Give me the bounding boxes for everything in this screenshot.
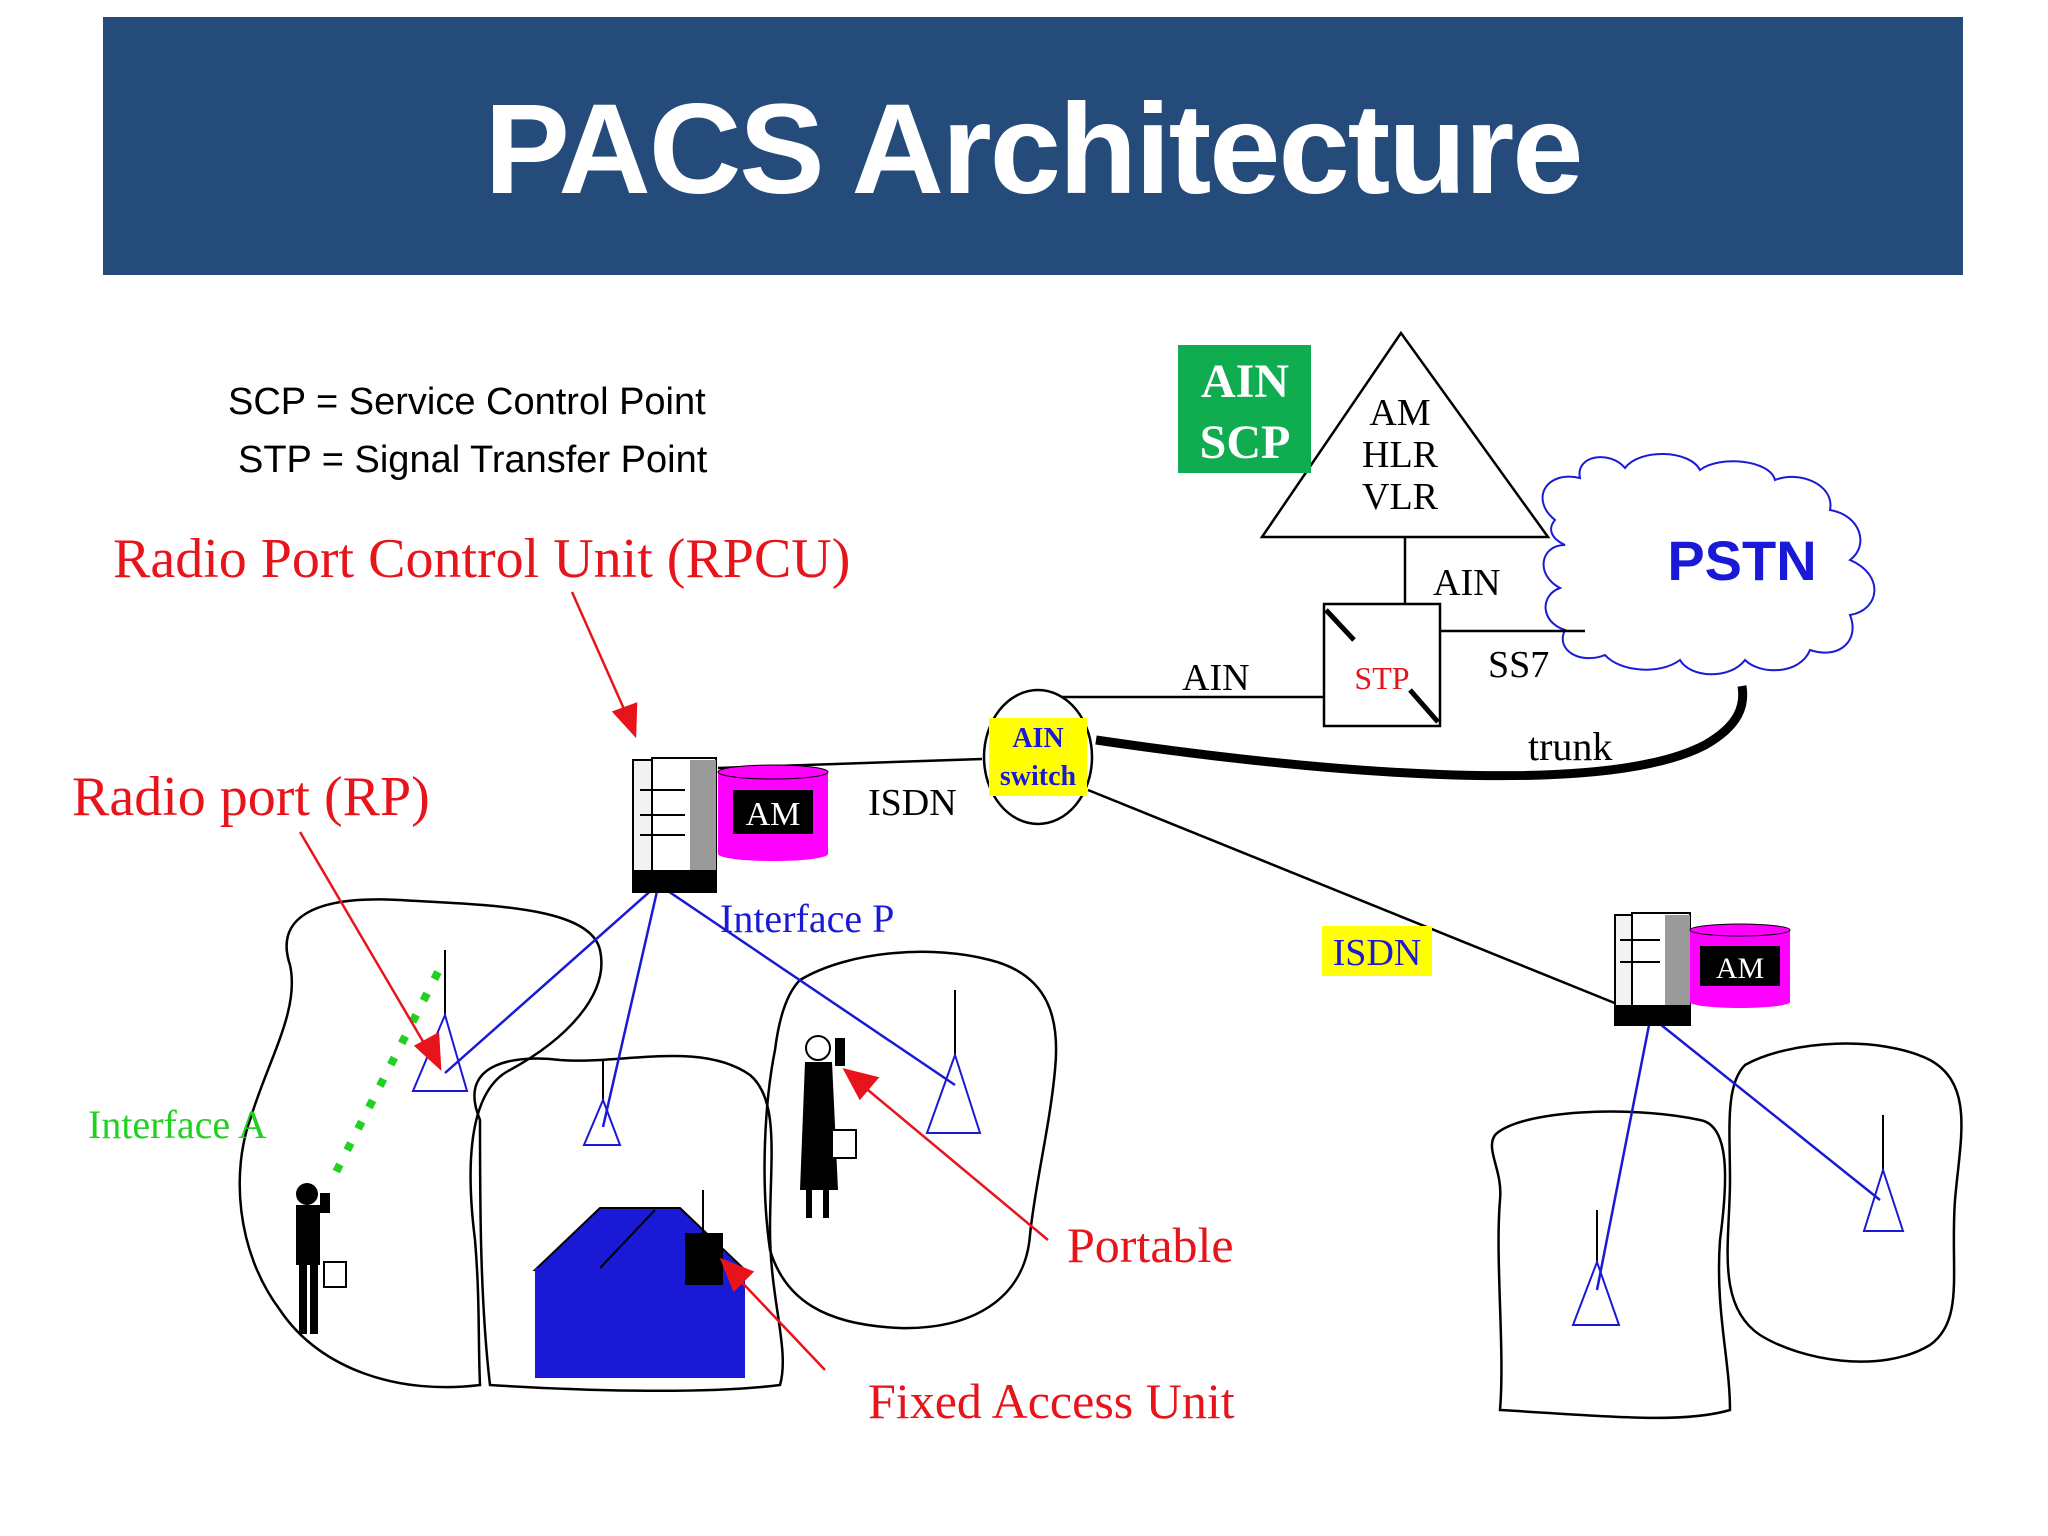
stp-corner-mark-tl [1324, 608, 1356, 642]
rpcu-arrow-head [611, 702, 638, 739]
interface-a-label: Interface A [88, 1102, 267, 1147]
ain-switch-highlight [989, 718, 1087, 796]
portable-arrow [861, 1084, 1049, 1241]
rpcu-server-left [632, 757, 717, 893]
link-rp-center [601, 886, 660, 1128]
radio-port-left [411, 950, 469, 1092]
trunk-line [1095, 685, 1748, 781]
cell-left [238, 898, 603, 1389]
ain-scp-line1: AIN [1201, 355, 1289, 408]
cell-outlines [238, 898, 1963, 1420]
link-rp-right [661, 885, 956, 1087]
legend-stp: STP = Signal Transfer Point [238, 439, 708, 481]
portable-label: Portable [1067, 1217, 1234, 1273]
interface-p-links [444, 885, 956, 1128]
scp-vlr-label: VLR [1362, 476, 1439, 518]
ss7-label: SS7 [1488, 644, 1549, 686]
trunk-label: trunk [1528, 724, 1612, 769]
person-right [800, 1035, 857, 1218]
rpcu-server-right [1614, 912, 1691, 1026]
ain-scp-line2: SCP [1200, 416, 1291, 469]
radio-ports [411, 950, 1905, 1326]
switch-right-rpcu-link [1087, 788, 1623, 1008]
cell-far-right-left [1490, 1110, 1732, 1420]
title-bar [103, 17, 1963, 275]
fixed-access-arrow [734, 1274, 826, 1371]
interface-a-link [329, 970, 442, 1180]
ain-stp-left-label: AIN [1182, 657, 1250, 699]
radio-port-far-right-2 [1862, 1115, 1905, 1232]
cell-right-center [763, 950, 1058, 1330]
interface-p-label: Interface P [720, 896, 894, 941]
link-rp-left [444, 886, 656, 1074]
person-left [296, 1183, 347, 1334]
right-rpcu-links [1595, 1019, 1881, 1291]
radio-port-arrow-head [413, 1031, 442, 1072]
ain-switch-line2: switch [1000, 761, 1077, 792]
am-left-label: AM [746, 796, 801, 833]
ain-switch-line1: AIN [1012, 723, 1063, 754]
slide-title: PACS Architecture [484, 78, 1584, 221]
isdn-left-label: ISDN [868, 782, 957, 824]
radio-port-label: Radio port (RP) [72, 766, 430, 828]
radio-port-far-right-1 [1571, 1210, 1621, 1326]
red-arrows [298, 591, 1049, 1371]
radio-port-right [925, 990, 982, 1134]
link-right-rp-1 [1595, 1019, 1652, 1291]
am-right-label: AM [1716, 952, 1764, 985]
link-right-rp-2 [1654, 1019, 1881, 1201]
pstn-label: PSTN [1667, 529, 1816, 592]
am-cylinder-right: AM [1689, 923, 1791, 1008]
fixed-access-unit-label: Fixed Access Unit [868, 1373, 1235, 1429]
isdn-right-highlight [1322, 926, 1432, 976]
isdn-right-label: ISDN [1333, 932, 1422, 974]
house [532, 1190, 748, 1378]
fixed-access-unit-box [685, 1233, 723, 1285]
cell-far-right-right [1726, 1042, 1963, 1363]
ain-scp-box [1178, 345, 1311, 473]
rpcu-arrow [570, 591, 630, 719]
portable-arrow-head [842, 1068, 880, 1101]
ain-stp-top-label: AIN [1433, 562, 1501, 604]
legend-scp: SCP = Service Control Point [228, 381, 706, 423]
stp-label: STP [1354, 660, 1409, 696]
radio-port-arrow [298, 831, 430, 1051]
am-cylinder-left: AM [717, 764, 829, 861]
fixed-access-arrow-head [719, 1257, 755, 1293]
scp-am-label: AM [1369, 392, 1430, 434]
radio-port-center [582, 1060, 622, 1146]
rpcu-label: Radio Port Control Unit (RPCU) [113, 528, 850, 590]
stp-corner-mark-br [1408, 688, 1440, 724]
pstn-cloud [1541, 453, 1876, 676]
scp-hlr-label: HLR [1362, 434, 1439, 476]
